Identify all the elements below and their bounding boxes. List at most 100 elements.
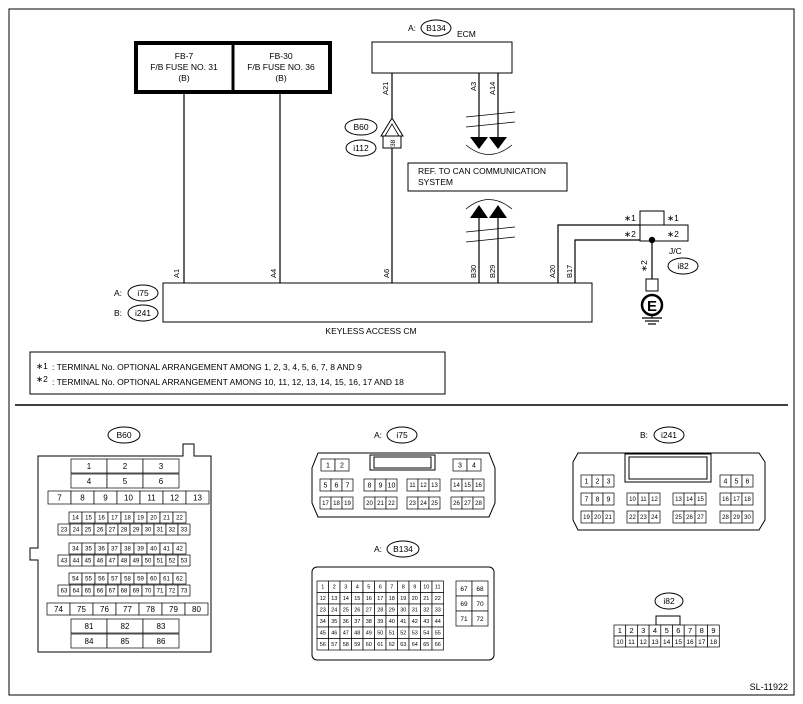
pin-number: 2 xyxy=(333,585,336,591)
pin-cell xyxy=(385,478,398,492)
pin-cell xyxy=(172,511,187,524)
pin-number: 8 xyxy=(80,493,85,502)
pin-number: 28 xyxy=(722,515,729,521)
pin-number: 27 xyxy=(464,501,471,507)
pin-number: 68 xyxy=(476,586,484,593)
outer-frame xyxy=(8,8,795,696)
pin-number: 35 xyxy=(85,547,92,553)
pin-number: 44 xyxy=(435,619,441,625)
pin-number: 8 xyxy=(402,585,405,591)
conn-i75-prefix: A: xyxy=(374,430,382,440)
pin-number: 53 xyxy=(181,559,188,565)
pin-number: 37 xyxy=(354,619,360,625)
pin-number: 35 xyxy=(331,619,337,625)
pin-number: 76 xyxy=(100,605,109,614)
pin-number: 2 xyxy=(123,462,128,471)
pin-cell xyxy=(341,496,354,510)
conn-i241-label: i241 xyxy=(661,430,677,440)
cm-pin-a6: A6 xyxy=(382,269,391,278)
jc-mark2-left: ∗2 xyxy=(624,229,636,239)
pin-number: 61 xyxy=(377,642,383,648)
pin-number: 53 xyxy=(412,631,418,637)
pin-cell xyxy=(172,572,187,585)
pin-number: 50 xyxy=(145,559,152,565)
pin-number: 48 xyxy=(354,631,360,637)
pin-number: 65 xyxy=(85,589,92,595)
pin-cell xyxy=(741,492,754,506)
pin-number: 30 xyxy=(744,515,751,521)
pin-number: 22 xyxy=(435,596,441,602)
pin-number: 43 xyxy=(423,619,429,625)
pin-number: 7 xyxy=(57,493,62,502)
cm-code-b: i241 xyxy=(135,308,151,318)
conn-b134-prefix: A: xyxy=(374,544,382,554)
pin-number: 48 xyxy=(121,559,128,565)
pin-number: 17 xyxy=(111,516,118,522)
pin-number: 17 xyxy=(322,501,329,507)
pin-number: 5 xyxy=(123,477,128,486)
pin-number: 7 xyxy=(390,585,393,591)
pin-number: 64 xyxy=(412,642,418,648)
pin-number: 28 xyxy=(475,501,482,507)
pin-cell xyxy=(602,474,615,488)
pin-number: 21 xyxy=(377,501,384,507)
pin-number: 21 xyxy=(605,515,612,521)
pin-number: 33 xyxy=(435,608,441,614)
cm-code-a: i75 xyxy=(137,288,149,298)
pin-number: 4 xyxy=(724,479,728,486)
pin-number: 17 xyxy=(698,639,706,646)
pin-number: 23 xyxy=(320,608,326,614)
pin-number: 6 xyxy=(676,626,680,635)
pin-number: 12 xyxy=(640,639,648,646)
b60-oval xyxy=(344,118,378,136)
pin-number: 20 xyxy=(150,516,157,522)
pin-number: 25 xyxy=(343,608,349,614)
jc-mark1-left: ∗1 xyxy=(624,213,636,223)
pin-number: 54 xyxy=(423,631,429,637)
cm-pin-b29: B29 xyxy=(488,265,497,278)
pin-number: 2 xyxy=(340,463,344,470)
pin-cell xyxy=(741,510,754,524)
pin-number: 25 xyxy=(675,515,682,521)
pin-number: 15 xyxy=(85,516,92,522)
pin-number: 16 xyxy=(686,639,694,646)
can-ref-line1: REF. TO CAN COMMUNICATION xyxy=(418,166,546,176)
fuse-31-name: F/B FUSE NO. 31 xyxy=(150,62,218,72)
pin-number: 26 xyxy=(354,608,360,614)
pin-number: 11 xyxy=(640,497,647,503)
pin-number: 47 xyxy=(343,631,349,637)
pin-number: 13 xyxy=(331,596,337,602)
cm-box xyxy=(162,282,593,323)
cm-pin-b17: B17 xyxy=(565,265,574,278)
pin-number: 9 xyxy=(711,626,715,635)
b60-code: B60 xyxy=(353,122,368,132)
pin-number: 22 xyxy=(176,516,183,522)
pin-number: 81 xyxy=(85,622,94,631)
pin-number: 6 xyxy=(379,585,382,591)
pin-number: 14 xyxy=(663,639,671,646)
jc-mark1-right: ∗1 xyxy=(667,213,679,223)
note2-mark: ∗2 xyxy=(36,374,48,384)
pin-number: 70 xyxy=(145,589,152,595)
jc-upper-box xyxy=(639,210,665,226)
jc-mark2-vertical: ∗2 xyxy=(639,260,649,272)
fuse-36-name: F/B FUSE NO. 36 xyxy=(247,62,315,72)
pin-cell xyxy=(185,490,210,505)
pin-cell xyxy=(694,492,707,506)
pin-number: 5 xyxy=(324,483,328,490)
pin-number: 45 xyxy=(85,559,92,565)
pin-number: 22 xyxy=(388,501,395,507)
conn-i75-label: i75 xyxy=(396,430,408,440)
pin-number: 38 xyxy=(366,619,372,625)
pin-number: 3 xyxy=(344,585,347,591)
pin-cell xyxy=(142,473,180,489)
pin-number: 11 xyxy=(435,585,441,591)
pin-number: 39 xyxy=(377,619,383,625)
pin-number: 63 xyxy=(61,589,68,595)
pin-number: 10 xyxy=(388,483,396,490)
pin-number: 52 xyxy=(400,631,406,637)
